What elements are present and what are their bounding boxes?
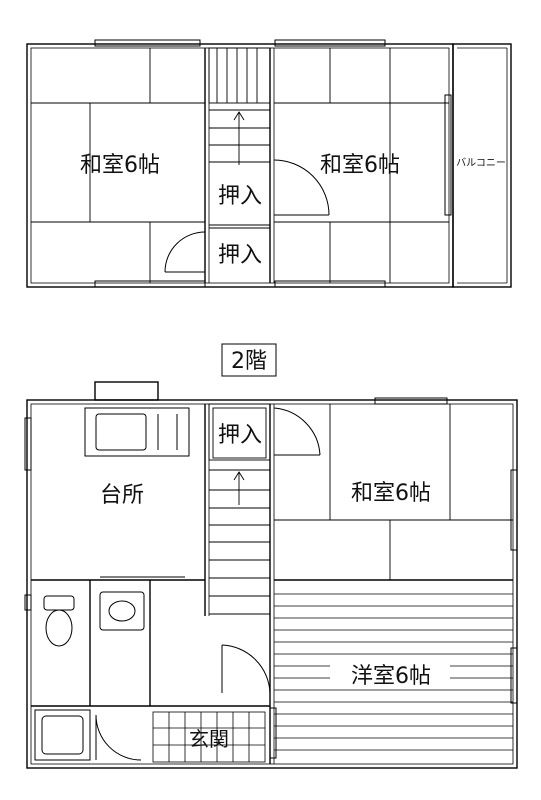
upper-east-room-label: 和室6帖 (320, 153, 400, 178)
kitchen-counter (84, 407, 190, 578)
upper-west-room-label: 和室6帖 (80, 153, 160, 178)
tatami-east (274, 48, 449, 283)
lower-windows (24, 397, 518, 759)
entrance-label: 玄関 (189, 727, 229, 751)
balcony-outline (452, 43, 512, 288)
kitchen-label: 台所 (100, 483, 144, 508)
lower-japanese-room-label: 和室6帖 (351, 481, 431, 506)
tatami-lower (274, 404, 513, 580)
upper-closet-bottom-label: 押入 (218, 243, 262, 268)
toilet-fixture (43, 595, 75, 647)
lower-doors (95, 407, 321, 761)
bathtub-fixture (34, 709, 91, 761)
washbasin-fixture (99, 591, 145, 631)
balcony-label: バルコニー (456, 157, 506, 169)
lower-vent (94, 381, 159, 401)
western-room-label: 洋室6帖 (351, 664, 431, 689)
upper-closet-top-label: 押入 (218, 184, 262, 209)
flooring-lines (274, 593, 513, 751)
entrance-tiles (152, 711, 266, 763)
tatami-west (31, 48, 205, 283)
floor-label: 2階 (231, 349, 267, 374)
lower-floor-walls (26, 381, 518, 769)
upper-windows (94, 39, 452, 288)
lower-closet-label: 押入 (218, 423, 262, 448)
upper-doors (164, 159, 330, 273)
lower-stair (208, 403, 271, 615)
floor-label-box (221, 343, 277, 377)
upper-stair (208, 47, 271, 229)
